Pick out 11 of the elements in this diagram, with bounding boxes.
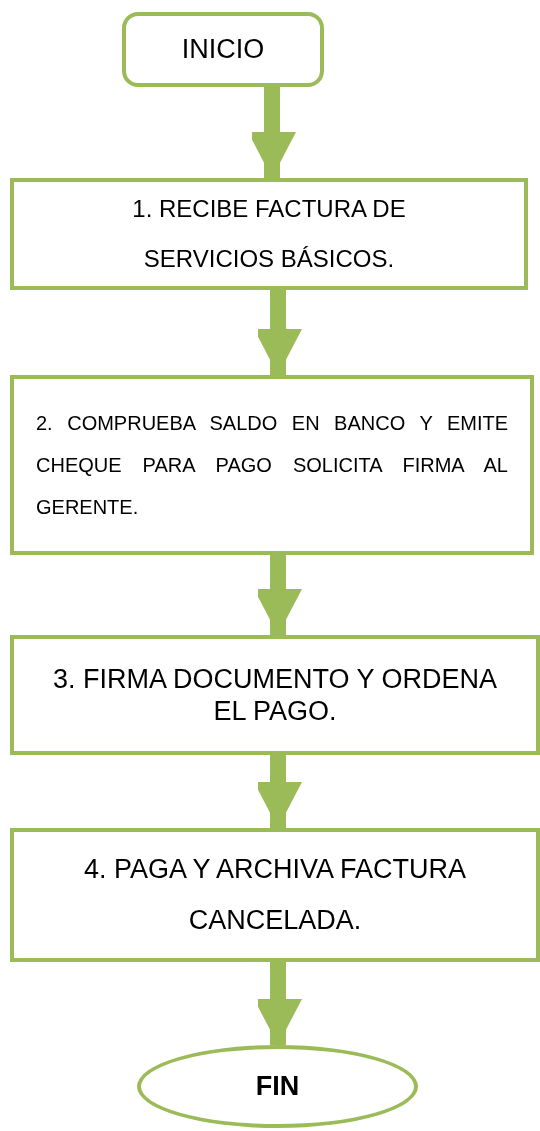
node-text: FIN — [254, 1070, 301, 1103]
node-text: 4. PAGA Y ARCHIVA FACTURA CANCELADA. — [82, 852, 468, 937]
node-text: 3. FIRMA DOCUMENTO Y ORDENA EL PAGO. — [51, 662, 499, 728]
node-text: 1. RECIBE FACTURA DE SERVICIOS BÁSICOS. — [131, 193, 407, 274]
process-box — [10, 828, 540, 962]
process-box — [10, 635, 540, 755]
process-box — [10, 178, 528, 290]
node-text: INICIO — [180, 33, 266, 66]
node-text: 2. COMPRUEBA SALDO EN BANCO Y EMITE CHEQUE PARA PAGO SOLICITA FIRMA AL GERENTE. — [35, 411, 509, 520]
process-box — [10, 375, 534, 555]
start-box — [122, 12, 324, 87]
